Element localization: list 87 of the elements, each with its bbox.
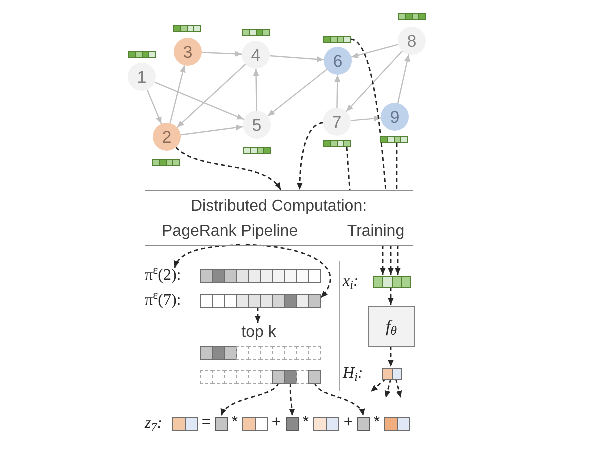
dashed-arrow (297, 122, 324, 190)
node-number: 6 (333, 52, 343, 70)
dashed-arrow (246, 244, 332, 298)
scalar-box (215, 417, 228, 431)
node-number: 7 (332, 114, 342, 130)
dashed-arrow (388, 245, 394, 275)
node-number: 3 (183, 44, 193, 60)
feature-vector (243, 147, 271, 154)
column-heading: Training (347, 223, 405, 241)
feature-vector (128, 51, 156, 58)
graph-node (381, 103, 409, 131)
arrow (346, 50, 403, 112)
vector-bar (313, 417, 339, 431)
vector-bar (242, 417, 268, 431)
equation-operator: + (270, 414, 282, 432)
dashed-line (396, 143, 398, 190)
node-number: 4 (251, 46, 261, 64)
arrow (350, 116, 382, 122)
arrow (170, 65, 186, 124)
node-number: 9 (390, 108, 400, 126)
feature-vector (323, 140, 351, 147)
graph-node (324, 47, 352, 75)
dashed-arrow (174, 244, 240, 268)
node-number: 5 (252, 116, 262, 134)
math-label: z$_{7}$: (145, 416, 163, 432)
dashed-arrow (388, 346, 394, 367)
graph-node (242, 41, 270, 69)
dashed-arrow (384, 378, 392, 398)
graph-node (243, 111, 271, 139)
vector-bar (200, 370, 321, 384)
feature-vector (173, 25, 201, 32)
scalar-box (286, 417, 299, 431)
equation-operator: * (372, 414, 382, 432)
dashed-arrow (388, 287, 394, 305)
math-label: x$_{i}$: (343, 274, 359, 290)
dashed-line (350, 38, 387, 190)
arrow (397, 54, 410, 104)
equation-operator: * (302, 414, 310, 432)
arrow (154, 82, 244, 120)
dashed-arrow (380, 245, 386, 275)
arrow (146, 90, 162, 124)
arrow (202, 51, 242, 58)
math-label: π$^{ε}$(2): (145, 268, 182, 284)
math-label: f$_{θ}$ (386, 318, 397, 335)
dashed-arrow (289, 382, 296, 416)
arrow (180, 124, 244, 136)
scalar-box (357, 417, 370, 431)
dashed-arrow (220, 382, 280, 416)
arrow (351, 44, 399, 58)
arrow (268, 69, 328, 117)
dashed-arrow (314, 382, 364, 416)
math-label: H$_{i}$: (343, 366, 364, 382)
feature-vector (323, 36, 351, 43)
feature-vector (398, 13, 426, 20)
graph-node (153, 123, 181, 151)
arrow (176, 64, 246, 128)
feature-vector (242, 29, 270, 36)
panel-title: Distributed Computation: (190, 198, 368, 216)
dashed-arrow (395, 245, 401, 275)
dashed-arrow (176, 146, 282, 190)
node-number: 2 (162, 128, 172, 146)
dashed-arrow (395, 378, 402, 398)
graph-node (323, 108, 351, 136)
node-number: 1 (137, 68, 147, 86)
step-label: top k (242, 324, 276, 342)
dashed-arrow (255, 307, 261, 323)
feature-vector (380, 136, 408, 143)
equation-operator: * (230, 414, 240, 432)
column-header (339, 221, 413, 246)
graph-node (398, 27, 426, 55)
equation-operator: = (200, 414, 212, 432)
math-label: π$^{ε}$(7): (145, 293, 182, 309)
dashed-arrow (370, 378, 386, 393)
dashed-line (346, 146, 351, 190)
node-number: 8 (407, 32, 417, 50)
graph-node (128, 63, 156, 91)
column-header (145, 221, 339, 246)
vector-bar (200, 346, 321, 360)
column-heading: PageRank Pipeline (162, 223, 298, 241)
feature-vector (152, 159, 180, 166)
function-box (368, 306, 415, 347)
equation-operator: + (342, 414, 354, 432)
arrow (253, 69, 260, 111)
arrow (270, 55, 324, 62)
arrow (334, 74, 341, 108)
graph-node (174, 38, 202, 66)
vector-bar (384, 417, 410, 431)
